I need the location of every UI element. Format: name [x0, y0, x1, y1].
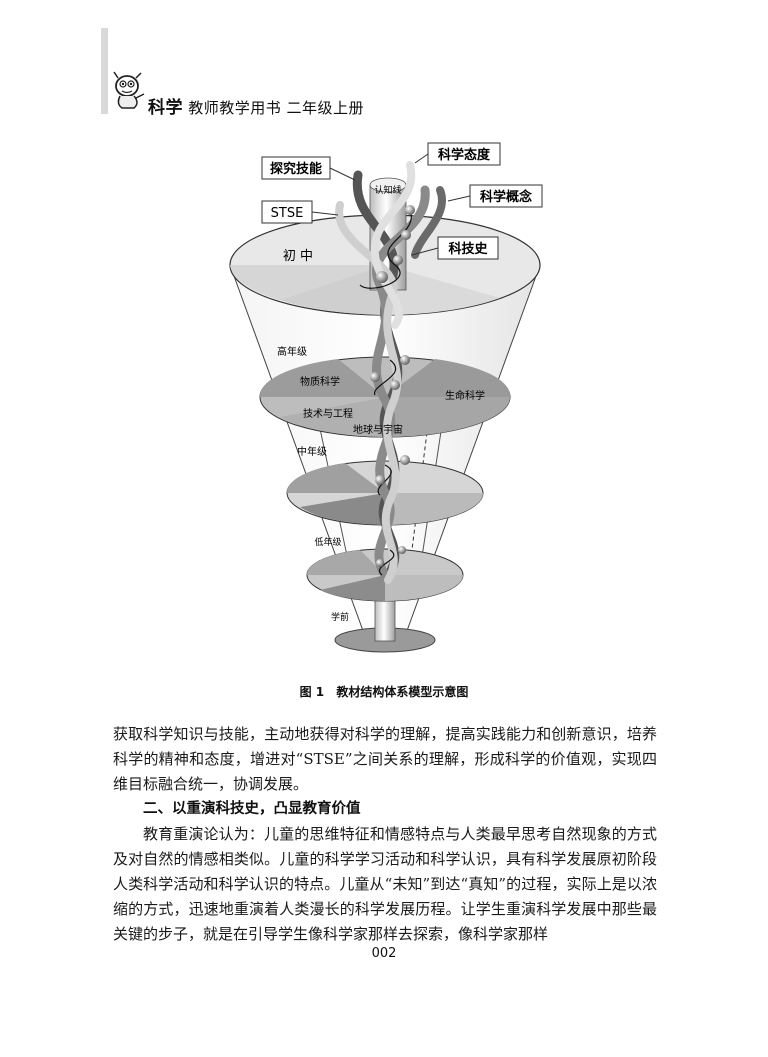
science-attitude-label: 科学态度	[438, 147, 491, 163]
inquiry-skills-label: 探究技能	[270, 161, 322, 177]
preschool-disc	[334, 593, 436, 653]
earth-universe-label: 地球与宇宙	[353, 423, 403, 436]
lower-grades-label: 低年级	[314, 536, 341, 548]
preschool-label: 学前	[331, 611, 349, 623]
section-heading: 二、以重演科技史，凸显教育价值	[143, 801, 361, 817]
physical-science-label: 物质科学	[300, 375, 340, 388]
figure-caption-number: 图 1	[299, 685, 325, 699]
science-concepts-label: 科学概念	[480, 189, 532, 205]
label-inquiry-skills: 探究技能	[261, 156, 356, 181]
stse-label: STSE	[271, 206, 304, 221]
book-title-main: 科学	[148, 98, 183, 118]
label-sci-tech-history: 科技史	[411, 236, 499, 260]
figure-caption: 图 1 教材结构体系模型示意图	[0, 683, 768, 700]
upper-grades-label: 高年级	[277, 345, 307, 358]
mascot-icon	[113, 71, 145, 109]
cone-diagram: 探究技能 科学态度 科学概念 STSE 科技史	[229, 142, 543, 653]
body-paragraph-2: 教育重演论认为：儿童的思维特征和情感特点与人类最早思考自然现象的方式及对自然的情…	[113, 825, 657, 943]
figure-caption-text: 教材结构体系模型示意图	[336, 685, 469, 699]
label-stse: STSE	[261, 200, 339, 224]
middle-grades-label: 中年级	[297, 445, 327, 458]
margin-bar	[101, 28, 108, 114]
sci-tech-history-label: 科技史	[448, 241, 488, 257]
technology-engineering-label: 技术与工程	[303, 407, 353, 420]
book-title: 科学 教师教学用书 二年级上册	[148, 93, 364, 118]
structure-model-figure: 探究技能 科学态度 科学概念 STSE 科技史	[220, 135, 550, 665]
label-science-concepts: 科学概念	[447, 184, 543, 208]
helix-nodes	[370, 205, 415, 567]
junior-high-label: 初 中	[283, 249, 313, 264]
label-science-attitude: 科学态度	[414, 142, 501, 166]
helix-strands	[335, 161, 446, 584]
page-number: 002	[371, 946, 397, 961]
body-paragraph-1: 获取科学知识与技能，主动地获得对科学的理解，提高实践能力和创新意识，培养科学的精…	[113, 725, 657, 793]
life-science-label: 生命科学	[445, 389, 485, 402]
cognition-line-label: 认知线	[374, 184, 401, 196]
book-title-rest: 教师教学用书 二年级上册	[188, 99, 365, 117]
lower-grades-disc	[306, 548, 464, 602]
running-header: 科学 教师教学用书 二年级上册	[112, 66, 412, 118]
